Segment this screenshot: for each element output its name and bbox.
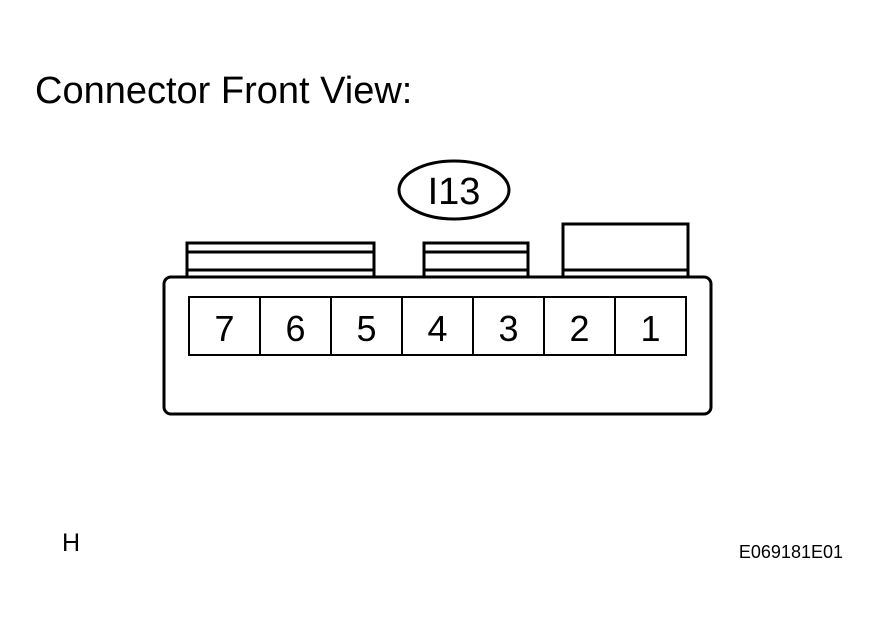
latch-left [185,241,376,280]
pin-cavity: 4 [401,296,474,356]
pin-cavity-box [614,296,687,356]
connector-id-label: I13 [397,159,511,221]
connector-id-text: I13 [428,171,481,213]
connector-id-ellipse [397,159,511,221]
pin-cavity-box [401,296,474,356]
figure-code: E069181E01 [738,542,843,562]
pin-number: 6 [285,308,305,349]
pin-number: 5 [356,308,376,349]
pin-number: 1 [640,308,660,349]
pin-cavity: 2 [543,296,616,356]
pin-number: 7 [214,308,234,349]
diagram-title: Connector Front View: [35,70,413,112]
pin-cavity-box [330,296,403,356]
pin-cavity: 5 [330,296,403,356]
pin-number: 2 [569,308,589,349]
pin-cavity: 3 [472,296,545,356]
pin-cavity-box [259,296,332,356]
pin-number: 3 [498,308,518,349]
pin-cavity-box [472,296,545,356]
pin-number: 4 [427,308,447,349]
page-mark: H [62,529,81,557]
pin-cavity: 1 [614,296,687,356]
pin-row: 7 6 5 4 3 2 1 [188,296,687,356]
pin-cavity: 6 [259,296,332,356]
latch-center [422,241,530,280]
pin-cavity: 7 [188,296,261,356]
